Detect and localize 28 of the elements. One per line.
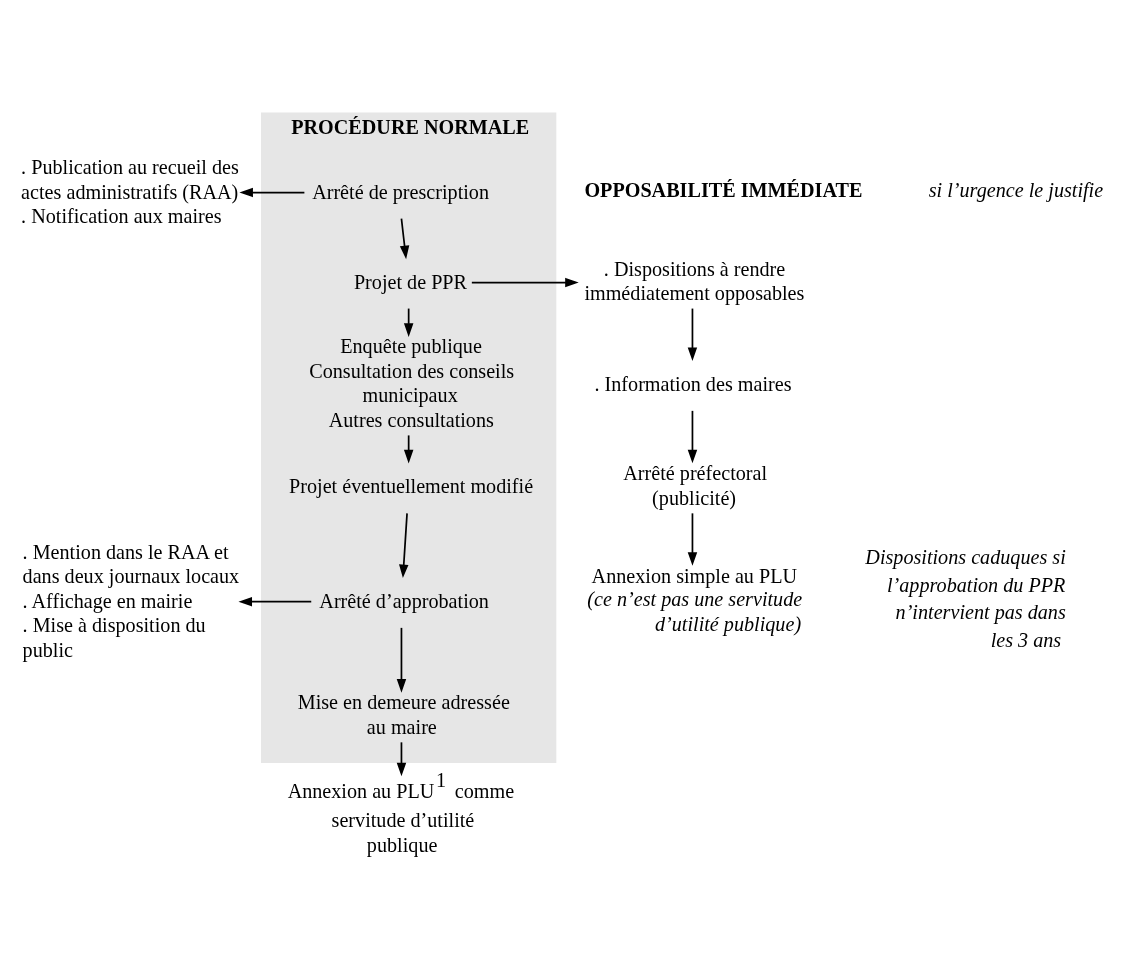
arrow [396, 740, 407, 776]
arrow [403, 307, 414, 337]
arrow [239, 187, 306, 197]
node-text: Mise en demeure adressée au maire [297, 690, 510, 738]
label: Dispositions caduques si l’approbation du PPR n’intervient pas dans les 3 ans [865, 545, 1066, 651]
arrow [687, 409, 698, 463]
node-label: (ce n’est pas une servitude d’utilité publique) [587, 587, 803, 635]
node-text: . Mention dans le RAA et dans deux journaux locaux . Affichage en mairie . Mise à disposition du public [22, 540, 240, 661]
arrow [687, 307, 698, 361]
node-text: . Dispositions à rendre immédiatement opposables [584, 257, 805, 304]
node-text: Projet éventuellement modifié [289, 474, 534, 497]
label: OPPOSABILITÉ IMMÉDIATE [584, 178, 863, 201]
node-text: Arrêté d’approbation [319, 589, 489, 612]
node-text: Arrêté de prescription [312, 180, 489, 203]
node-text: Projet de PPR [353, 270, 468, 293]
arrow [396, 626, 407, 693]
arrow [403, 434, 414, 463]
label: si l’urgence le justifie [928, 178, 1104, 201]
arrow [399, 511, 409, 578]
arrow [238, 596, 313, 606]
node-text: Arrêté préfectoral (publicité) [623, 461, 768, 509]
node-text: Enquête publique Consultation des conseils municipaux Autres consultations [309, 334, 515, 431]
node-text: . Information des maires [594, 372, 792, 395]
arrow [399, 217, 410, 259]
node-text: . Publication au recueil des actes administratifs (RAA) . Notification aux maires [21, 155, 239, 227]
arrow [470, 277, 579, 287]
node-text: Annexion simple au PLU [591, 564, 798, 587]
arrow [687, 511, 698, 566]
